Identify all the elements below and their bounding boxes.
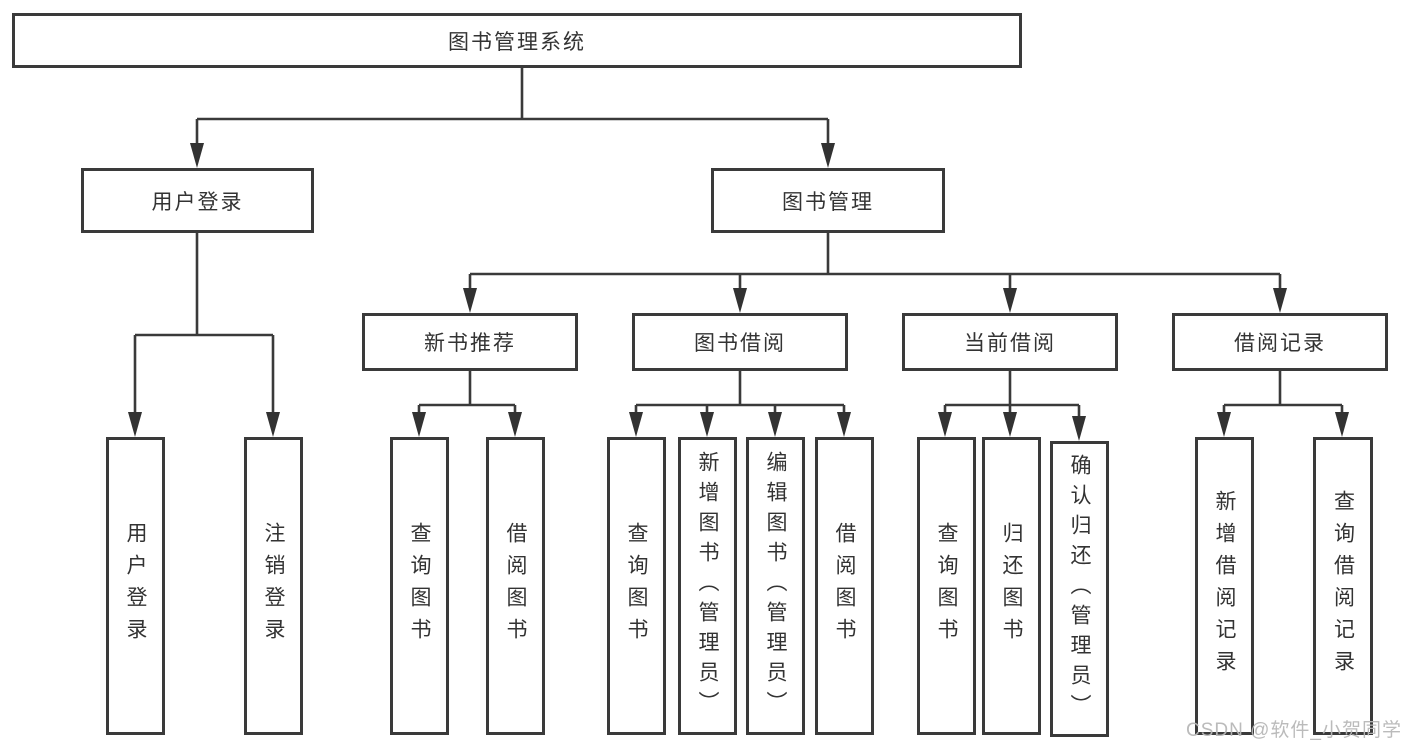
leaf-newbook-borrow-books: 借阅图书 <box>486 437 545 735</box>
leaf-logout: 注销登录 <box>244 437 303 735</box>
node-current-borrow: 当前借阅 <box>902 313 1118 371</box>
arrowheads <box>128 143 1349 441</box>
node-borrow-records: 借阅记录 <box>1172 313 1388 371</box>
leaf-add-borrow-record: 新增借阅记录 <box>1195 437 1254 735</box>
leaf-return-books: 归还图书 <box>982 437 1041 735</box>
connector-paths <box>133 68 1344 419</box>
leaf-current-query-books: 查询图书 <box>917 437 976 735</box>
node-root-library-management-system: 图书管理系统 <box>12 13 1022 68</box>
leaf-add-books-admin: 新增图书（管理员） <box>678 437 737 735</box>
leaf-user-login: 用户登录 <box>106 437 165 735</box>
leaf-borrow-books: 借阅图书 <box>815 437 874 735</box>
leaf-newbook-query-books: 查询图书 <box>390 437 449 735</box>
leaf-confirm-return-admin: 确认归还（管理员） <box>1050 441 1109 737</box>
leaf-query-borrow-record: 查询借阅记录 <box>1313 437 1373 735</box>
csdn-watermark: CSDN @软件_小贺同学 <box>1186 720 1402 741</box>
leaf-borrow-query-books: 查询图书 <box>607 437 666 735</box>
node-book-management: 图书管理 <box>711 168 945 233</box>
node-book-borrow: 图书借阅 <box>632 313 848 371</box>
node-new-book-recommend: 新书推荐 <box>362 313 578 371</box>
node-user-login: 用户登录 <box>81 168 314 233</box>
leaf-edit-books-admin: 编辑图书（管理员） <box>746 437 805 735</box>
